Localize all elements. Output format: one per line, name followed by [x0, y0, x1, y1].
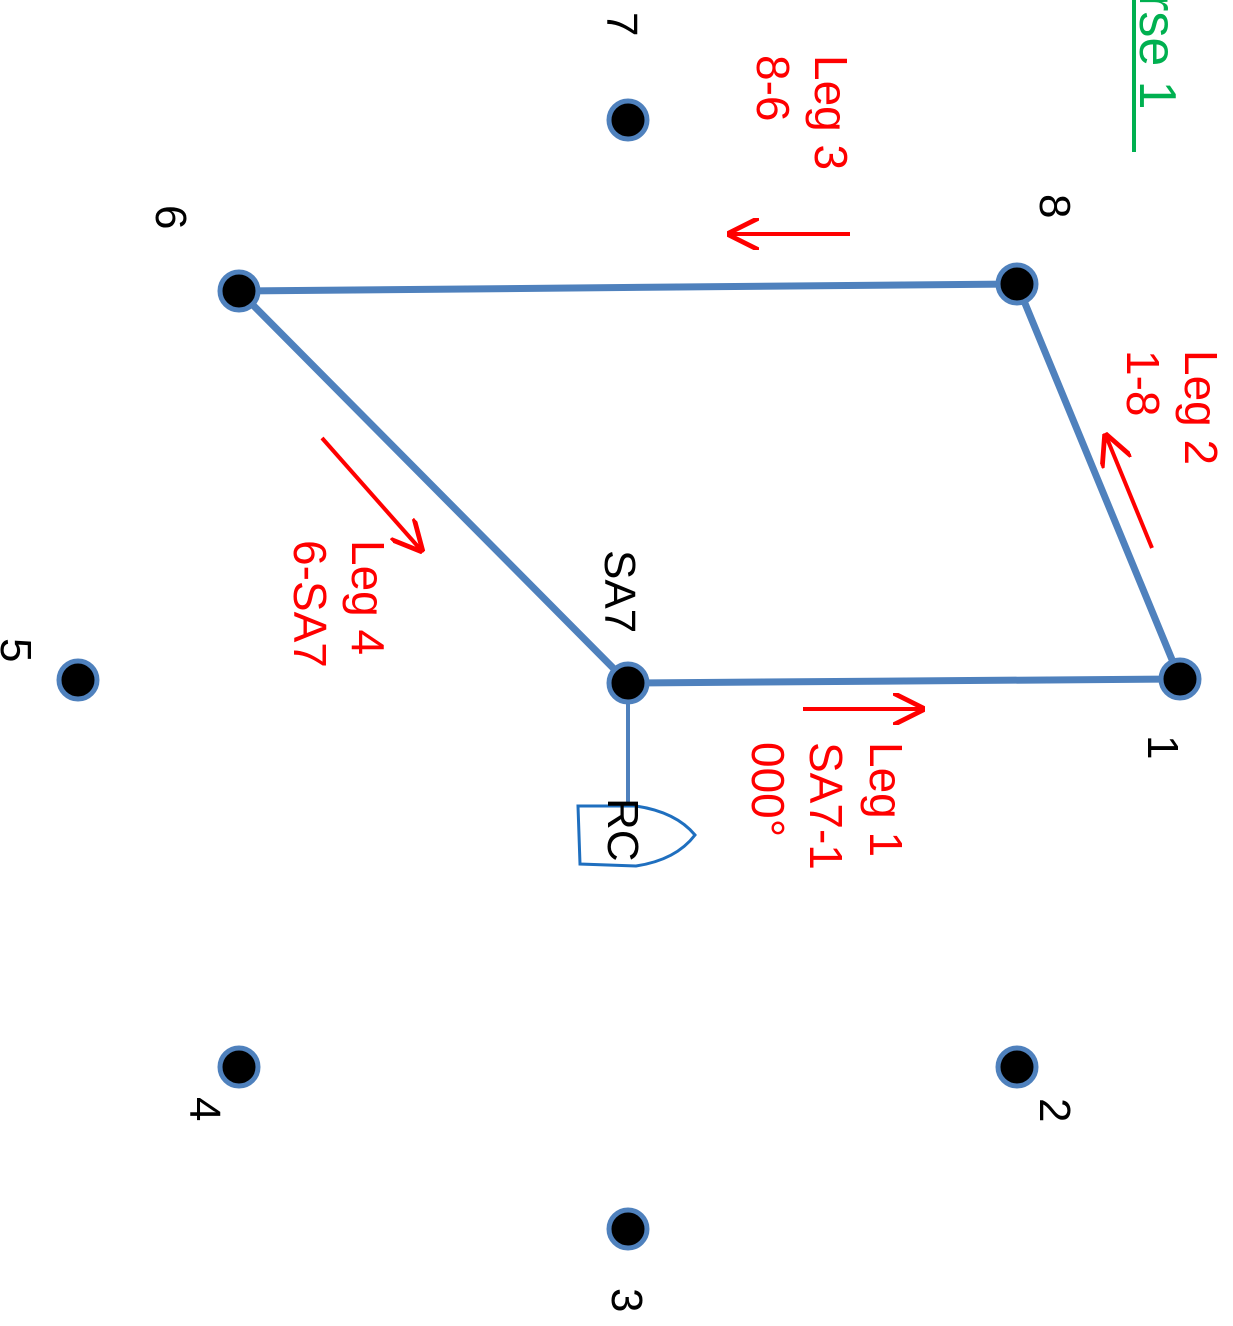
leg1-name: Leg 1: [860, 742, 912, 857]
leg4-name: Leg 4: [342, 540, 394, 655]
mark-3-icon: [606, 1207, 650, 1251]
leg2-line: [1013, 280, 1184, 683]
leg1-route: SA7-1: [800, 742, 852, 870]
mark-7-label: 7: [597, 12, 646, 36]
committee-boat-label: RC: [598, 798, 647, 862]
leg3-text: Leg 3 8-6: [747, 55, 857, 170]
committee-boat: RC: [576, 798, 697, 868]
mark-8-label: 8: [1030, 194, 1079, 218]
leg1-line: [624, 675, 1184, 687]
mark-3-label: 3: [602, 1288, 651, 1312]
leg3-name: Leg 3: [805, 55, 857, 170]
leg2-text: Leg 2 1-8: [1117, 350, 1227, 465]
leg2-name: Leg 2: [1175, 350, 1227, 465]
marks: [56, 98, 1202, 1251]
mark-sa7-label: SA7: [595, 550, 644, 633]
course-title: rse 1: [1128, 0, 1186, 110]
leg-arrows: [320, 234, 1154, 709]
mark-2-label: 2: [1030, 1098, 1079, 1122]
leg3-line: [235, 280, 1021, 295]
mark-8-icon: [995, 262, 1039, 306]
mark-sa7-icon: [606, 661, 650, 705]
leg4-text: Leg 4 6-SA7: [284, 540, 394, 668]
mark-6-label: 6: [146, 205, 195, 229]
leg4-line: [235, 287, 632, 687]
mark-2-icon: [995, 1045, 1039, 1089]
leg1-text: Leg 1 SA7-1 000°: [742, 742, 912, 870]
mark-5-label: 5: [0, 638, 40, 662]
mark-labels: 1 2 3 4 5 6 7 8 SA7: [0, 12, 1187, 1312]
leg1-bearing: 000°: [742, 742, 794, 837]
mark-4-icon: [217, 1045, 261, 1089]
mark-1-label: 1: [1138, 735, 1187, 759]
leg4-arrow-icon: [320, 436, 421, 550]
mark-4-label: 4: [180, 1097, 229, 1121]
leg2-arrow-icon: [1106, 436, 1154, 549]
leg2-route: 1-8: [1117, 350, 1169, 416]
mark-1-icon: [1158, 657, 1202, 701]
leg3-route: 8-6: [747, 55, 799, 121]
committee-boat-icon: [576, 804, 697, 868]
mark-6-icon: [217, 269, 261, 313]
course-title-group: rse 1: [1128, 0, 1186, 152]
leg4-route: 6-SA7: [284, 540, 336, 668]
mark-7-icon: [606, 98, 650, 142]
mark-5-icon: [56, 658, 100, 702]
